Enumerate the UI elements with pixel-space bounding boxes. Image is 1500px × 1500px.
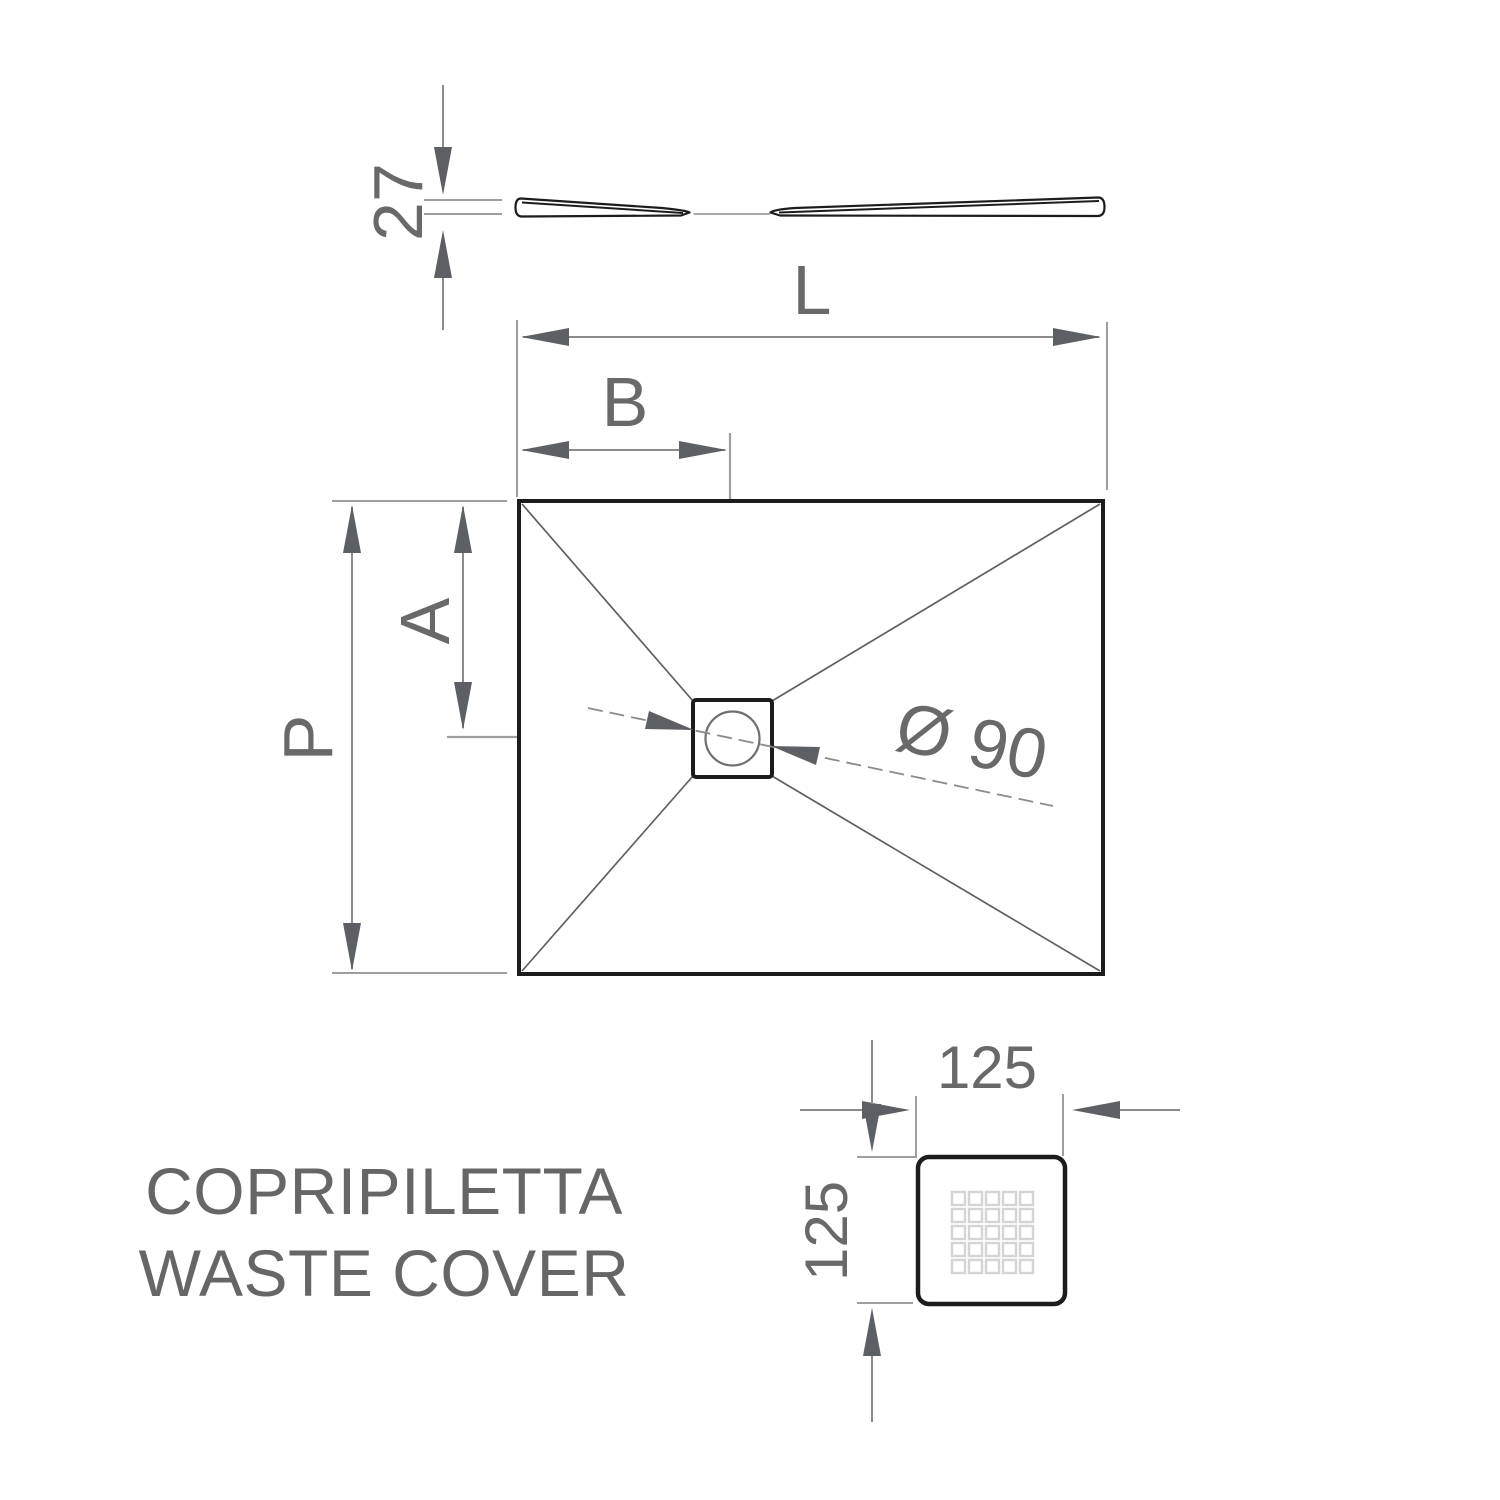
length-arrow-left	[521, 328, 569, 346]
waste-cover-detail: 125	[793, 1034, 1180, 1422]
offset-y-arrow-down	[454, 682, 472, 730]
waste-cover-square	[915, 1154, 1068, 1307]
depth-arrow-down	[343, 923, 361, 971]
grid-hole	[1001, 1190, 1018, 1207]
length-label: L	[793, 251, 832, 329]
drain-offset-y-dimension: A	[386, 505, 472, 730]
offset-y-label: A	[386, 597, 464, 644]
thickness-arrow-down	[434, 147, 452, 195]
length-arrows	[521, 328, 1101, 346]
tray-outline	[517, 499, 1105, 976]
profile-tray-outline	[514, 196, 1106, 218]
depth-label-group: P	[269, 715, 347, 762]
length-extension-lines	[516, 320, 1108, 497]
grid-hole	[984, 1207, 1001, 1224]
length-dimension: L	[516, 251, 1108, 497]
cover-width-arrow-left	[1072, 1101, 1120, 1119]
depth-extension-lines	[332, 500, 507, 974]
slope-diagonals	[521, 503, 1101, 972]
grid-hole	[1001, 1207, 1018, 1224]
cover-height-label: 125	[793, 1181, 860, 1281]
grid-hole	[967, 1224, 984, 1241]
grid-hole	[950, 1241, 967, 1258]
cover-height-label-group: 125	[793, 1181, 860, 1281]
diameter-arrows	[645, 711, 820, 765]
depth-arrows	[343, 505, 361, 971]
diameter-arrow-right	[771, 746, 820, 765]
depth-label: P	[269, 715, 347, 762]
cover-height-arrow-down	[863, 1104, 881, 1152]
thickness-arrows	[434, 147, 452, 278]
side-profile-view: 27	[359, 85, 1106, 330]
diagonal-bottom-left	[521, 775, 694, 972]
profile-left-slope-line	[521, 201, 684, 214]
grid-hole	[1018, 1241, 1035, 1258]
cover-perforation-grid	[950, 1190, 1035, 1275]
grid-hole	[1001, 1258, 1018, 1275]
grid-hole	[984, 1190, 1001, 1207]
grid-hole	[1018, 1190, 1035, 1207]
caption-line-1: COPRIPILETTA	[145, 1154, 623, 1228]
tray-outline-group	[517, 499, 1105, 976]
plan-view: L B P	[269, 251, 1108, 976]
cover-width-dimension: 125	[800, 1034, 1180, 1156]
grid-hole	[967, 1258, 984, 1275]
grid-hole	[984, 1224, 1001, 1241]
thickness-label-group: 27	[359, 163, 437, 241]
thickness-arrow-up	[434, 230, 452, 278]
drain	[691, 698, 774, 779]
offset-y-label-group: A	[386, 597, 464, 644]
grid-hole	[1001, 1241, 1018, 1258]
cover-width-arrows	[862, 1101, 1120, 1119]
grid-hole	[1018, 1258, 1035, 1275]
caption-line-2: WASTE COVER	[139, 1236, 630, 1310]
diagonal-top-left	[521, 503, 694, 702]
drain-circle	[704, 710, 761, 767]
offset-x-arrows	[521, 441, 727, 459]
offset-y-arrow-up	[454, 505, 472, 553]
grid-hole	[950, 1207, 967, 1224]
length-arrow-right	[1053, 328, 1101, 346]
offset-y-arrows	[454, 505, 472, 730]
offset-x-label: B	[602, 363, 649, 441]
grid-hole	[950, 1258, 967, 1275]
cover-width-label: 125	[937, 1034, 1037, 1101]
grid-hole	[1018, 1224, 1035, 1241]
thickness-dimension: 27	[359, 85, 502, 330]
drain-offset-x-dimension: B	[521, 363, 727, 459]
grid-hole	[967, 1190, 984, 1207]
profile-right-slope-line	[778, 200, 1100, 214]
diagonal-top-right	[771, 503, 1101, 702]
grid-hole	[967, 1241, 984, 1258]
thickness-label: 27	[359, 163, 437, 241]
cover-height-ext-lines	[857, 1156, 917, 1304]
cover-height-dimension: 125	[793, 1040, 917, 1422]
grid-hole	[950, 1224, 967, 1241]
depth-arrow-up	[343, 505, 361, 553]
cover-width-ext-lines	[915, 1094, 1064, 1156]
offset-x-arrow-right	[679, 441, 727, 459]
cover-height-arrow-up	[863, 1308, 881, 1356]
offset-x-arrow-left	[521, 441, 569, 459]
grid-hole	[984, 1258, 1001, 1275]
diagonal-bottom-right	[771, 775, 1101, 972]
grid-hole	[1001, 1224, 1018, 1241]
cover-height-arrows	[863, 1104, 881, 1356]
thickness-ticks	[424, 199, 502, 215]
grid-hole	[984, 1241, 1001, 1258]
grid-hole	[1018, 1207, 1035, 1224]
grid-hole	[967, 1207, 984, 1224]
depth-dimension: P	[269, 500, 507, 974]
caption-block: COPRIPILETTA WASTE COVER	[139, 1154, 630, 1310]
grid-hole	[950, 1190, 967, 1207]
diameter-arrow-left	[645, 711, 694, 730]
